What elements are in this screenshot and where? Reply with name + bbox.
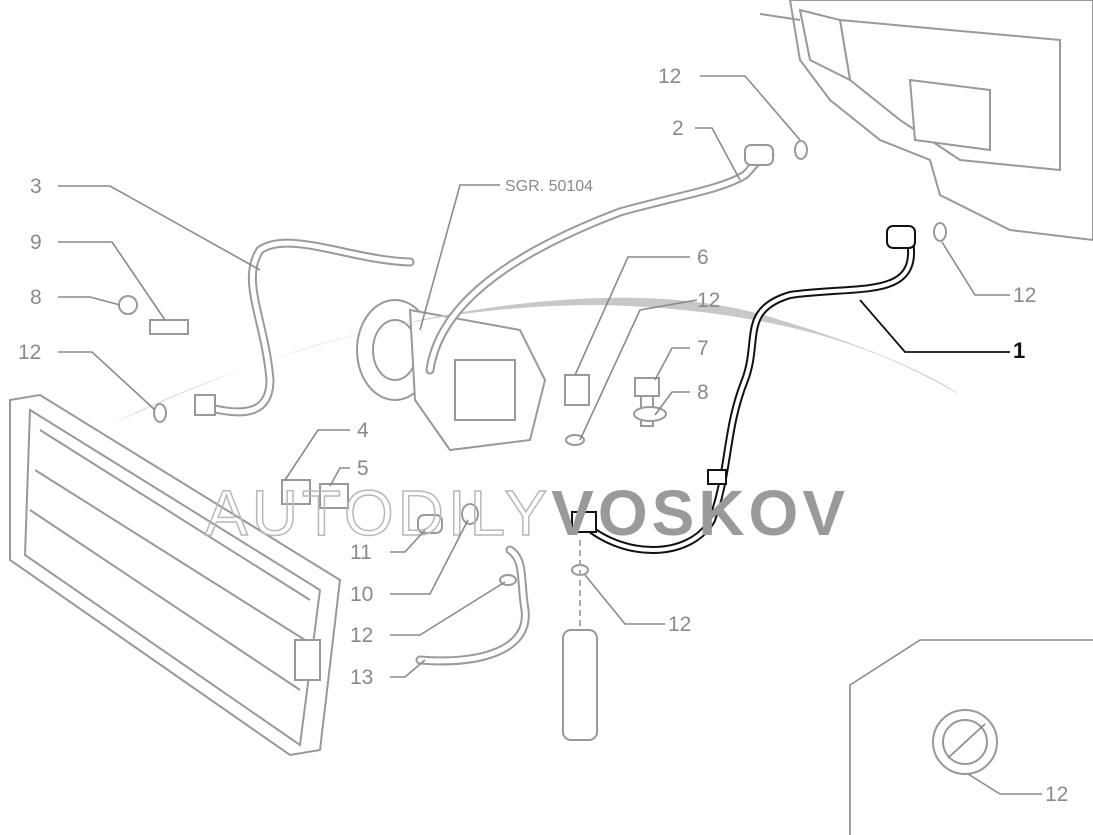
callout-7: 7	[697, 337, 709, 360]
callout-6: 6	[697, 246, 709, 269]
callouts: 12 2 3 9 8 12 6 12 7 8 4 5 11 10 12 13 1…	[18, 65, 1068, 806]
condenser	[9, 393, 342, 757]
callout-8: 8	[697, 381, 709, 404]
callout-12: 12	[697, 289, 720, 312]
hose-3	[194, 238, 415, 417]
callout-10: 10	[350, 583, 373, 606]
callout-12: 12	[1013, 284, 1036, 307]
callout-4: 4	[357, 419, 369, 442]
callout-1: 1	[1013, 338, 1025, 363]
hose-1	[571, 225, 916, 554]
callout-13: 13	[350, 666, 373, 689]
hose-2	[425, 144, 775, 375]
callout-5: 5	[357, 457, 369, 480]
callout-2: 2	[672, 117, 684, 140]
callout-12: 12	[1045, 783, 1068, 806]
reference-sgr: SGR. 50104	[505, 178, 593, 195]
watermark: AUTODILYVOSKOV	[205, 477, 849, 549]
callout-8: 8	[30, 286, 42, 309]
callout-9: 9	[30, 231, 42, 254]
evaporator-housing	[759, 0, 1093, 242]
callout-3: 3	[30, 175, 42, 198]
callout-12: 12	[350, 624, 373, 647]
callout-11: 11	[350, 541, 372, 564]
callout-12: 12	[658, 65, 681, 88]
small-parts	[118, 140, 947, 741]
callout-12: 12	[668, 613, 691, 636]
compressor	[356, 299, 547, 452]
hose-13	[415, 545, 530, 666]
o-ring-detail-inset	[849, 639, 1093, 835]
callout-12: 12	[18, 341, 41, 364]
